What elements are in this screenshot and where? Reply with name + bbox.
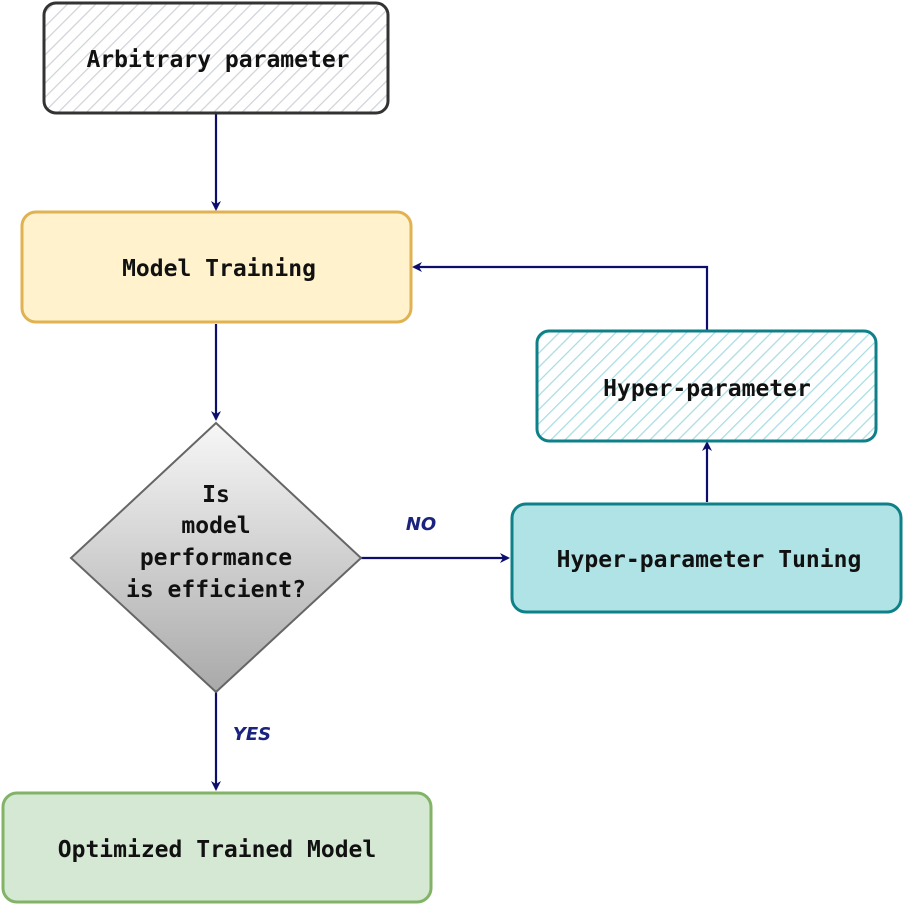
node-arbitrary-parameter: Arbitrary parameter: [42, 1, 390, 115]
connectors: [211, 114, 712, 791]
node-arbitrary-parameter-label: Arbitrary parameter: [86, 47, 349, 73]
node-hyper-parameter-label: Hyper-parameter: [603, 376, 811, 402]
decision-line-3: performance: [140, 545, 292, 571]
node-hyper-parameter-tuning: Hyper-parameter Tuning: [510, 502, 903, 614]
node-hyper-parameter-tuning-label: Hyper-parameter Tuning: [557, 547, 862, 573]
node-optimized-trained-model: Optimized Trained Model: [1, 791, 433, 904]
decision-line-2: model: [181, 513, 250, 539]
node-model-training: Model Training: [20, 210, 413, 324]
node-hyper-parameter: Hyper-parameter: [535, 329, 878, 443]
node-model-training-label: Model Training: [122, 256, 316, 282]
decision-line-1: Is: [202, 482, 230, 508]
edge-label-yes: YES: [233, 724, 271, 745]
node-decision: Is model performance is efficient?: [69, 421, 363, 694]
edge-label-no: NO: [406, 514, 436, 535]
edge-hyper-to-training: [412, 262, 709, 331]
node-optimized-trained-model-label: Optimized Trained Model: [58, 837, 377, 863]
decision-line-4: is efficient?: [126, 577, 306, 603]
